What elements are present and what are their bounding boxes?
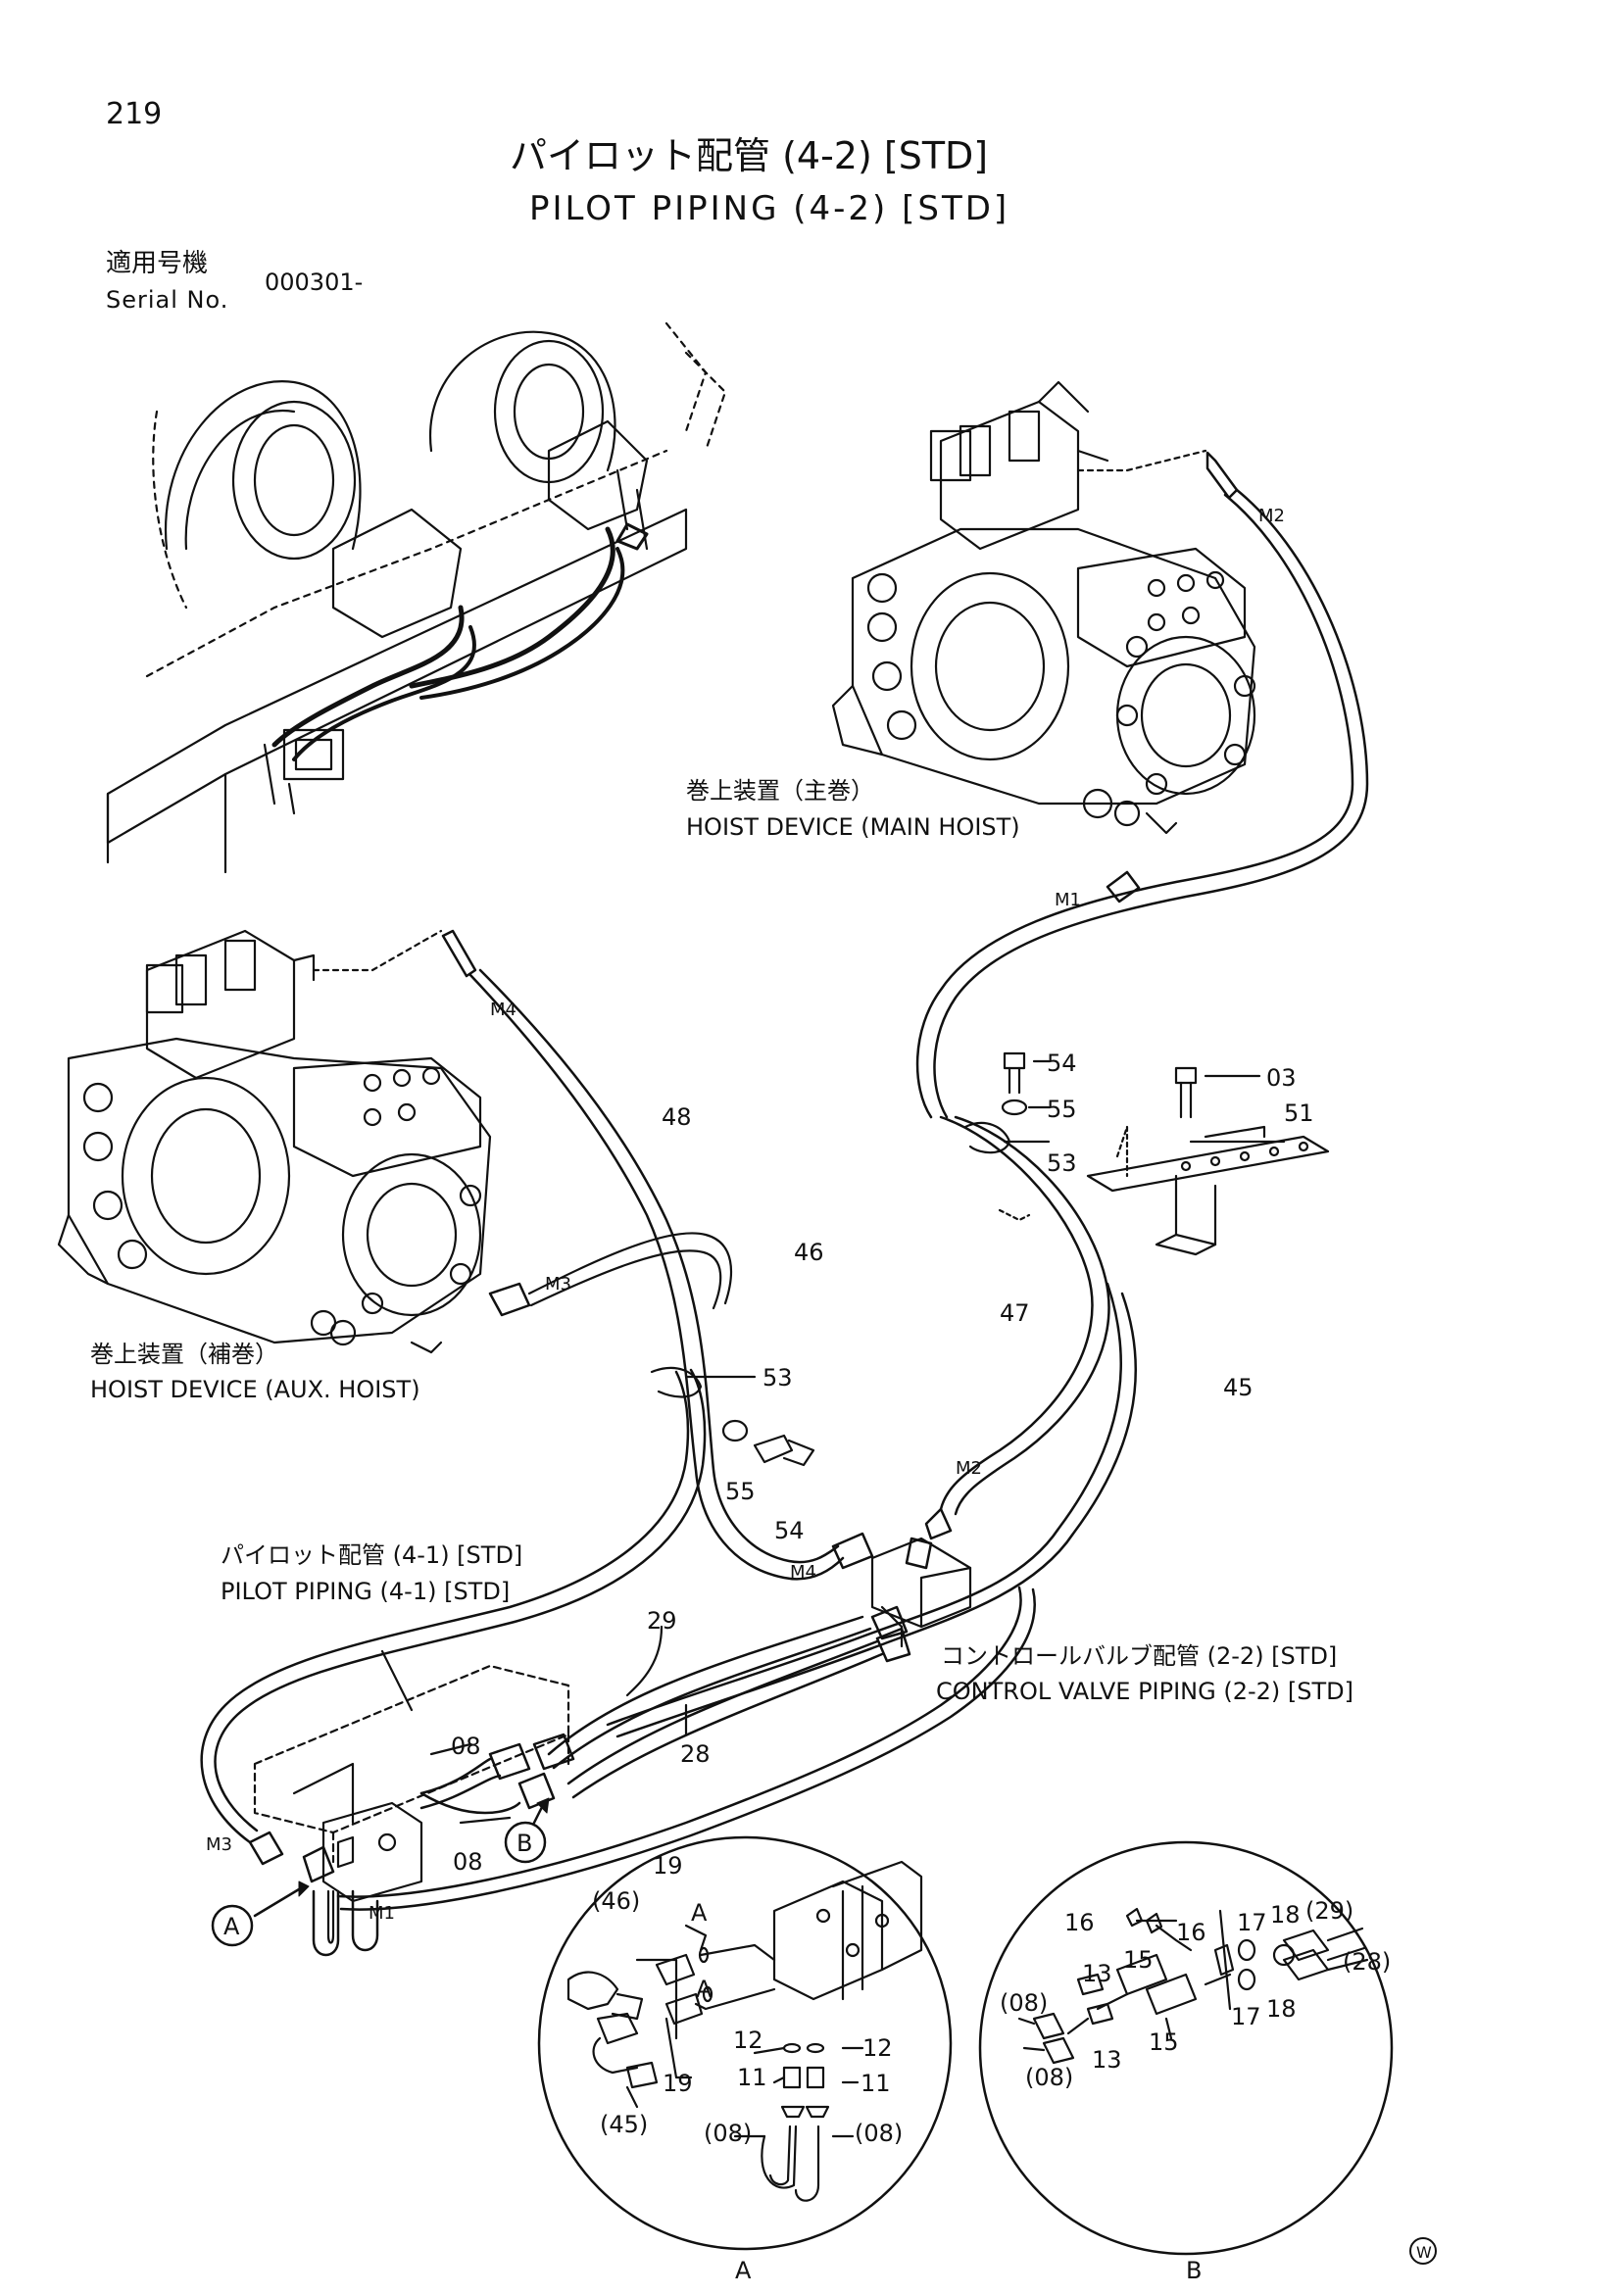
part-label: 48 [662,1103,692,1131]
caption-aux-hoist-jp: 巻上装置（補巻） [90,1341,278,1368]
detail-a-label: 19 [653,1852,683,1880]
detail-a-label: 11 [861,2070,891,2097]
part-label: 55 [1047,1096,1077,1123]
port-label: M2 [956,1458,982,1479]
port-label: M3 [206,1834,232,1855]
detail-b-label: (08) [1025,2064,1073,2091]
caption-aux-hoist-en: HOIST DEVICE (AUX. HOIST) [90,1376,420,1403]
detail-a-label: A [691,1899,708,1927]
detail-b-label: 15 [1149,2028,1179,2056]
serial-label-japanese: 適用号機 [106,249,209,278]
part-label: 55 [725,1478,756,1505]
caption-main-hoist-en: HOIST DEVICE (MAIN HOIST) [686,813,1020,841]
part-label: 46 [794,1239,824,1266]
part-label: 54 [1047,1050,1077,1077]
detail-a-title: A [735,2257,752,2284]
part-label: 29 [647,1607,677,1635]
detail-a-label: 19 [663,2070,693,2097]
detail-a-view [537,1835,953,2251]
part-label: 54 [774,1517,805,1544]
detail-a-label: 12 [733,2027,763,2054]
part-label: 51 [1284,1099,1314,1127]
detail-b-label: 17 [1237,1909,1267,1936]
page-title-english: PILOT PIPING (4-2) [STD] [529,189,1010,228]
caption-pilot41-en: PILOT PIPING (4-1) [STD] [221,1578,510,1605]
port-label: M2 [1258,506,1285,526]
detail-a-label: (46) [592,1887,640,1915]
main-hoist-device [831,380,1369,1119]
detail-a-label: 11 [737,2064,767,2091]
caption-control-valve-en: CONTROL VALVE PIPING (2-2) [STD] [936,1678,1353,1705]
detail-b-label: (08) [1000,1989,1048,2017]
watermark-logo: W [1409,2237,1437,2265]
part-label: 03 [1266,1064,1297,1092]
serial-number-value: 000301- [265,269,364,296]
detail-b-label: 18 [1270,1901,1301,1929]
part-label: 47 [1000,1299,1030,1327]
watermark-text: W [1416,2243,1432,2262]
page-title-japanese: パイロット配管 (4-2) [STD] [510,134,989,177]
pilot-piping-41-assembly [200,1368,1036,1957]
port-label: M1 [1055,890,1081,910]
caption-control-valve-jp: コントロールバルブ配管 (2-2) [STD] [941,1642,1337,1670]
port-label: M1 [369,1903,395,1924]
port-label: M4 [490,1000,516,1020]
serial-label-english: Serial No. [106,286,229,314]
detail-b-label: 13 [1092,2046,1122,2074]
caption-pilot41-jp: パイロット配管 (4-1) [STD] [221,1541,522,1569]
page-number: 219 [106,97,163,131]
part-label: 45 [1223,1374,1254,1401]
part-label: 53 [762,1364,793,1392]
port-label: M3 [545,1274,571,1295]
detail-a-label: 12 [862,2034,893,2062]
detail-b-label: 18 [1266,1995,1297,2023]
detail-b-label: (28) [1343,1948,1391,1976]
detail-a-label: (08) [855,2120,903,2147]
detail-b-label: 13 [1082,1960,1112,1987]
port-label: M4 [790,1562,816,1583]
detail-b-label: 16 [1064,1909,1095,1936]
detail-a-label: (08) [704,2120,752,2147]
overview-sketch [106,321,727,874]
detail-a-label: (45) [600,2111,648,2138]
callout-b: B [516,1830,532,1857]
part-label: 08 [453,1848,483,1876]
callout-a: A [223,1913,240,1940]
caption-main-hoist-jp: 巻上装置（主巻） [686,777,874,805]
diagram-labels: 巻上装置（主巻） HOIST DEVICE (MAIN HOIST) 巻上装置（… [90,506,1391,2284]
part-label: 08 [451,1733,481,1760]
detail-b-label: 15 [1123,1946,1154,1974]
detail-a-label: A [696,1976,713,2003]
pipes-45-47 [547,1115,1137,1799]
clamp-and-bracket [650,1051,1330,1467]
detail-b-view [978,1840,1394,2256]
detail-b-label: 17 [1231,2003,1261,2030]
detail-b-title: B [1186,2257,1202,2284]
part-label: 28 [680,1740,711,1768]
part-label: 53 [1047,1149,1077,1177]
detail-b-label: (29) [1305,1897,1353,1925]
detail-b-label: 16 [1176,1919,1206,1946]
